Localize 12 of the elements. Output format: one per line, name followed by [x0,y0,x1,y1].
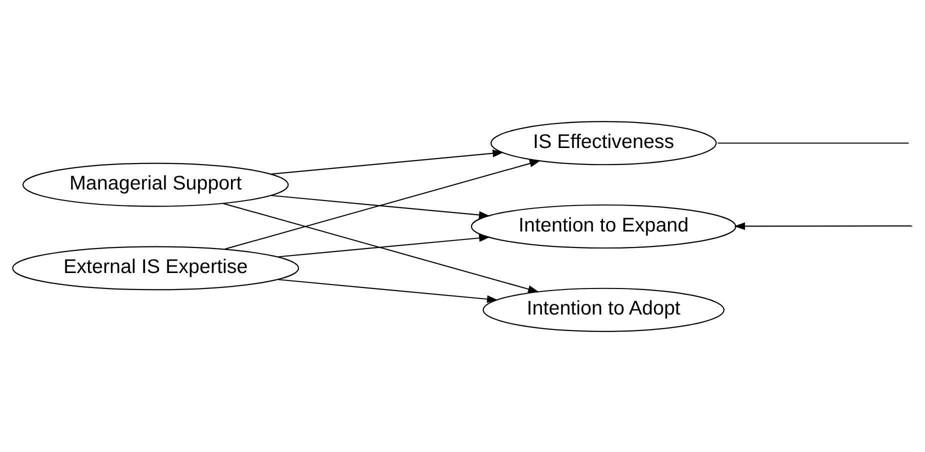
arrow [278,234,490,257]
arrow [271,149,504,174]
arrow [278,278,498,302]
arrow [223,202,540,292]
node-ellipse: Intention to Expand [470,204,736,248]
node-ellipse: Intention to Adopt [482,287,725,332]
node-ellipse: Managerial Support [22,162,289,206]
arrow [734,222,912,230]
node-ellipse: External IS Expertise [12,246,300,290]
arrow [224,159,541,250]
connector [718,142,909,144]
arrow [271,194,490,218]
